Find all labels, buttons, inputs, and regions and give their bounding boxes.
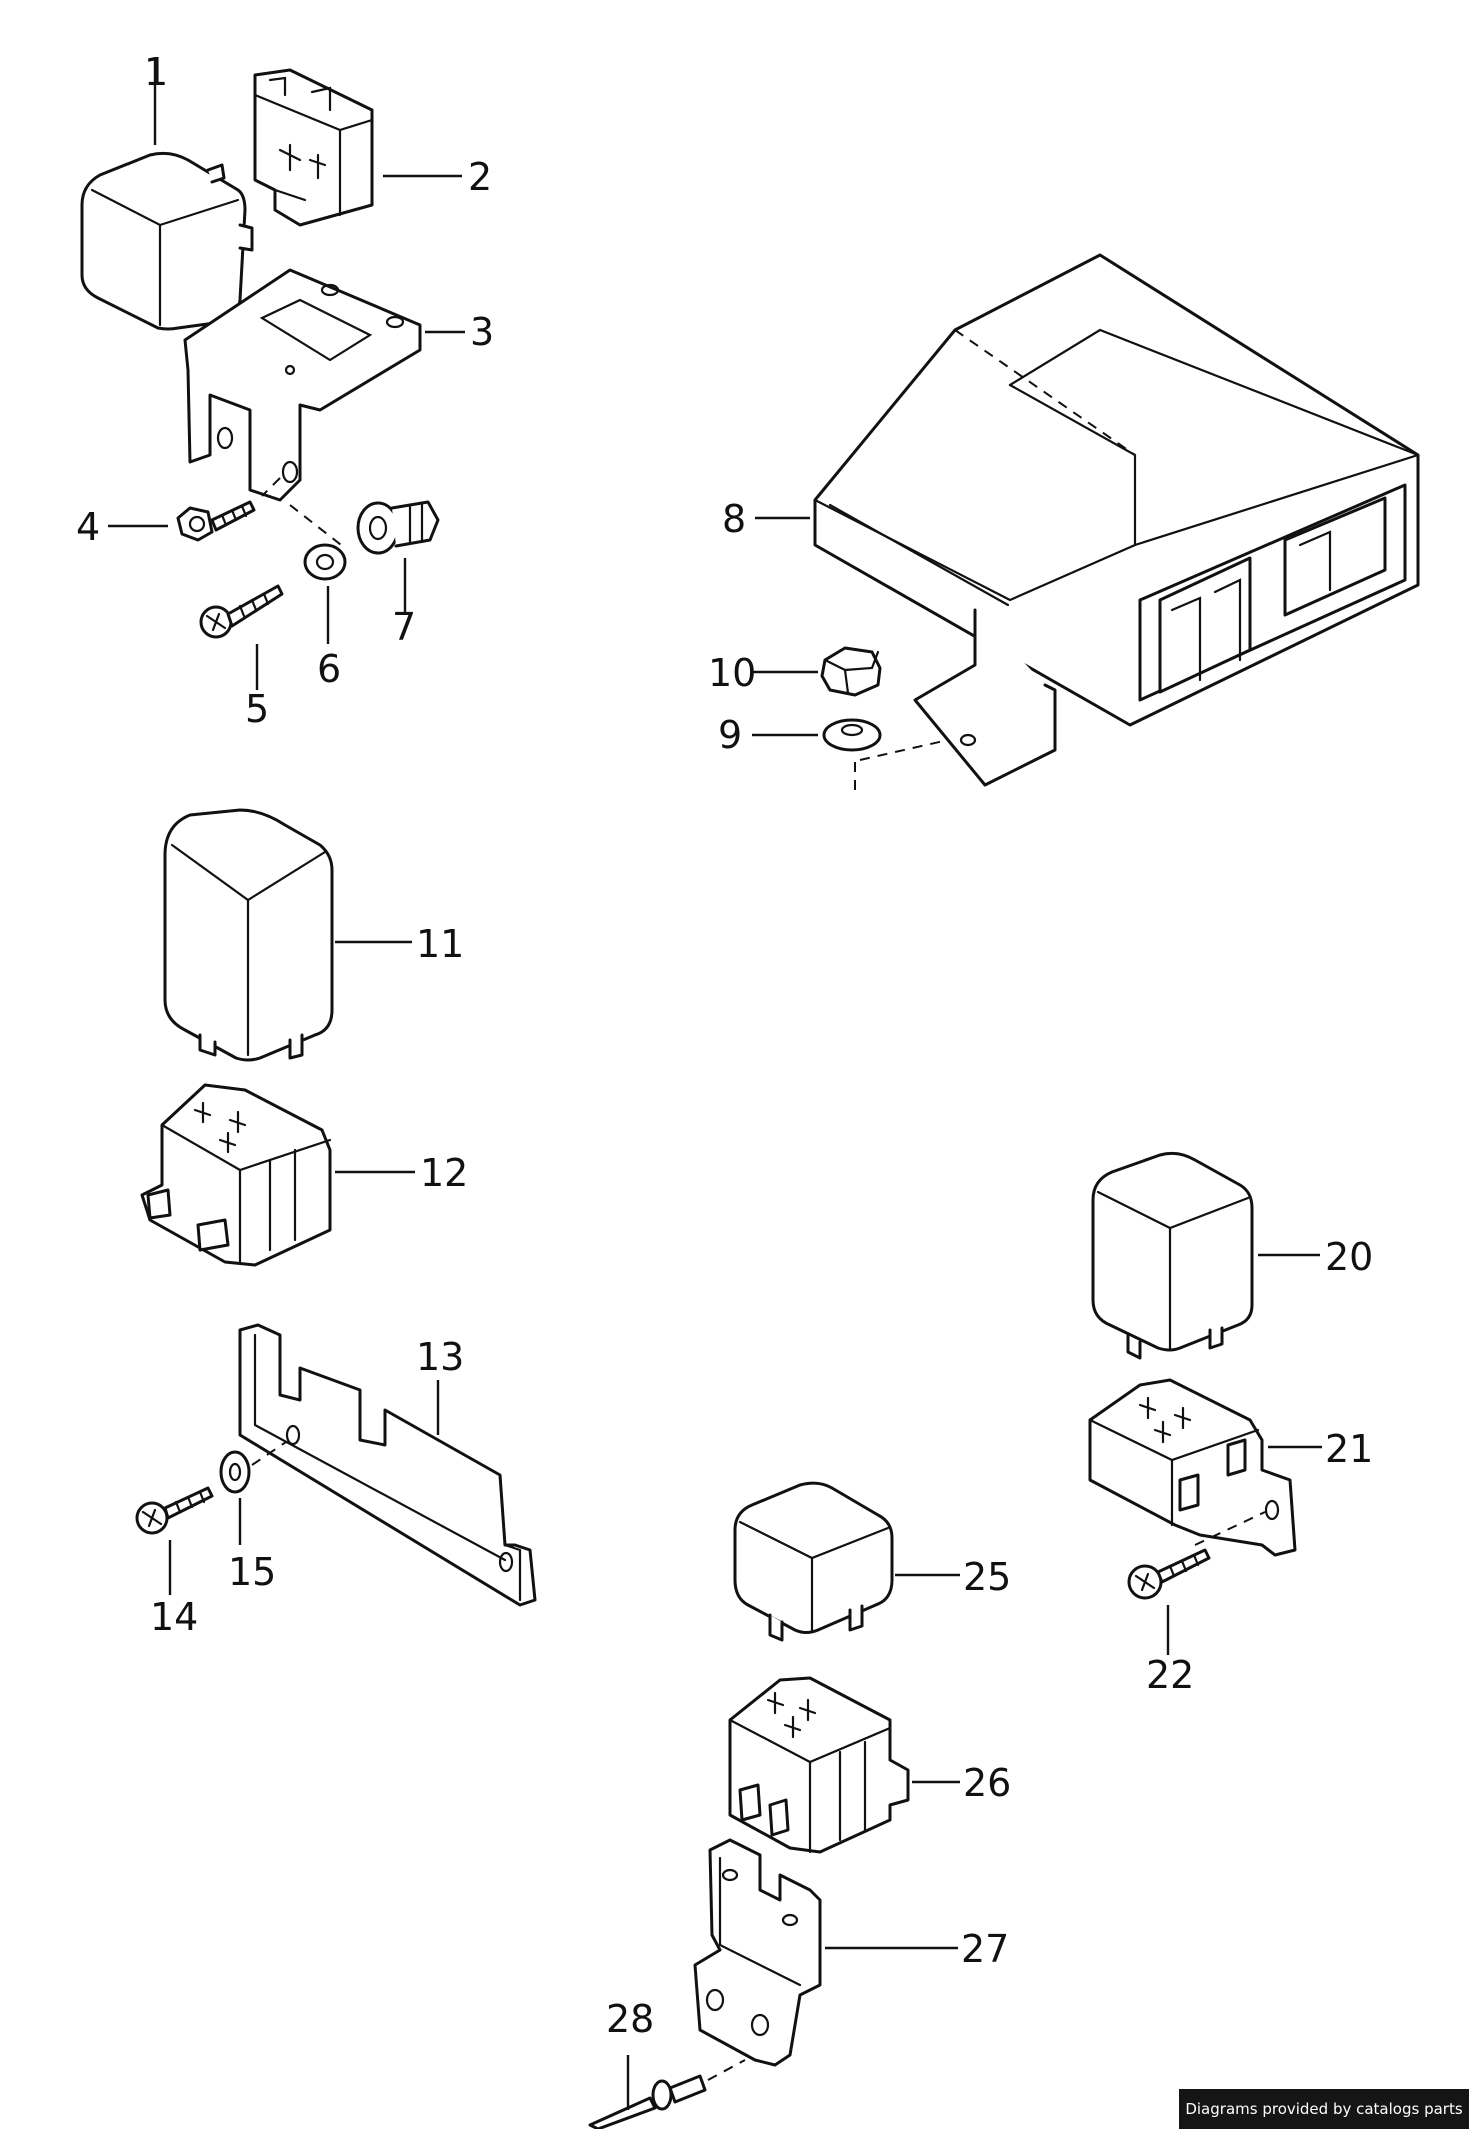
callout-21: 21 [1325,1427,1373,1471]
part-11-relay [163,808,334,1062]
part-4-hex-screw [176,500,256,542]
part-21-relay-socket [1088,1378,1297,1557]
part-14-screw [135,1486,214,1535]
callout-11: 11 [416,922,464,966]
callout-13: 13 [416,1335,464,1379]
part-9-washer [822,718,882,752]
part-8-control-unit [813,253,1420,787]
callout-20: 20 [1325,1235,1373,1279]
part-3-mounting-plate [183,268,422,502]
callout-9: 9 [718,713,742,757]
callout-26: 26 [963,1761,1011,1805]
part-22-screw [1127,1548,1211,1600]
part-27-bracket [693,1838,822,2067]
callout-10: 10 [708,651,756,695]
callout-14: 14 [150,1595,198,1639]
part-2-relay-socket [253,68,374,227]
callout-28: 28 [606,1997,654,2041]
callout-4: 4 [76,505,100,549]
callout-25: 25 [963,1555,1011,1599]
callout-12: 12 [420,1151,468,1195]
part-7-clip [356,500,440,555]
part-28-rivet [588,2074,707,2129]
part-26-relay-socket [728,1676,910,1854]
part-5-screw [199,584,284,639]
part-10-hex-nut [820,646,882,697]
callout-3: 3 [470,310,494,354]
part-25-relay [733,1481,894,1642]
callout-5: 5 [245,687,269,731]
callout-6: 6 [317,647,341,691]
part-6-nut [303,543,347,581]
callout-7: 7 [392,605,416,649]
callout-22: 22 [1146,1653,1194,1697]
part-1-relay [80,151,254,331]
callout-27: 27 [961,1927,1009,1971]
callout-2: 2 [468,155,492,199]
callout-1: 1 [144,50,168,94]
credit-badge: Diagrams provided by catalogs parts [1179,2089,1469,2129]
part-20-relay [1091,1151,1254,1360]
part-15-washer [219,1450,251,1494]
part-12-relay-socket [140,1083,332,1267]
part-13-bracket [238,1323,537,1607]
callout-15: 15 [228,1550,276,1594]
callout-8: 8 [722,497,746,541]
